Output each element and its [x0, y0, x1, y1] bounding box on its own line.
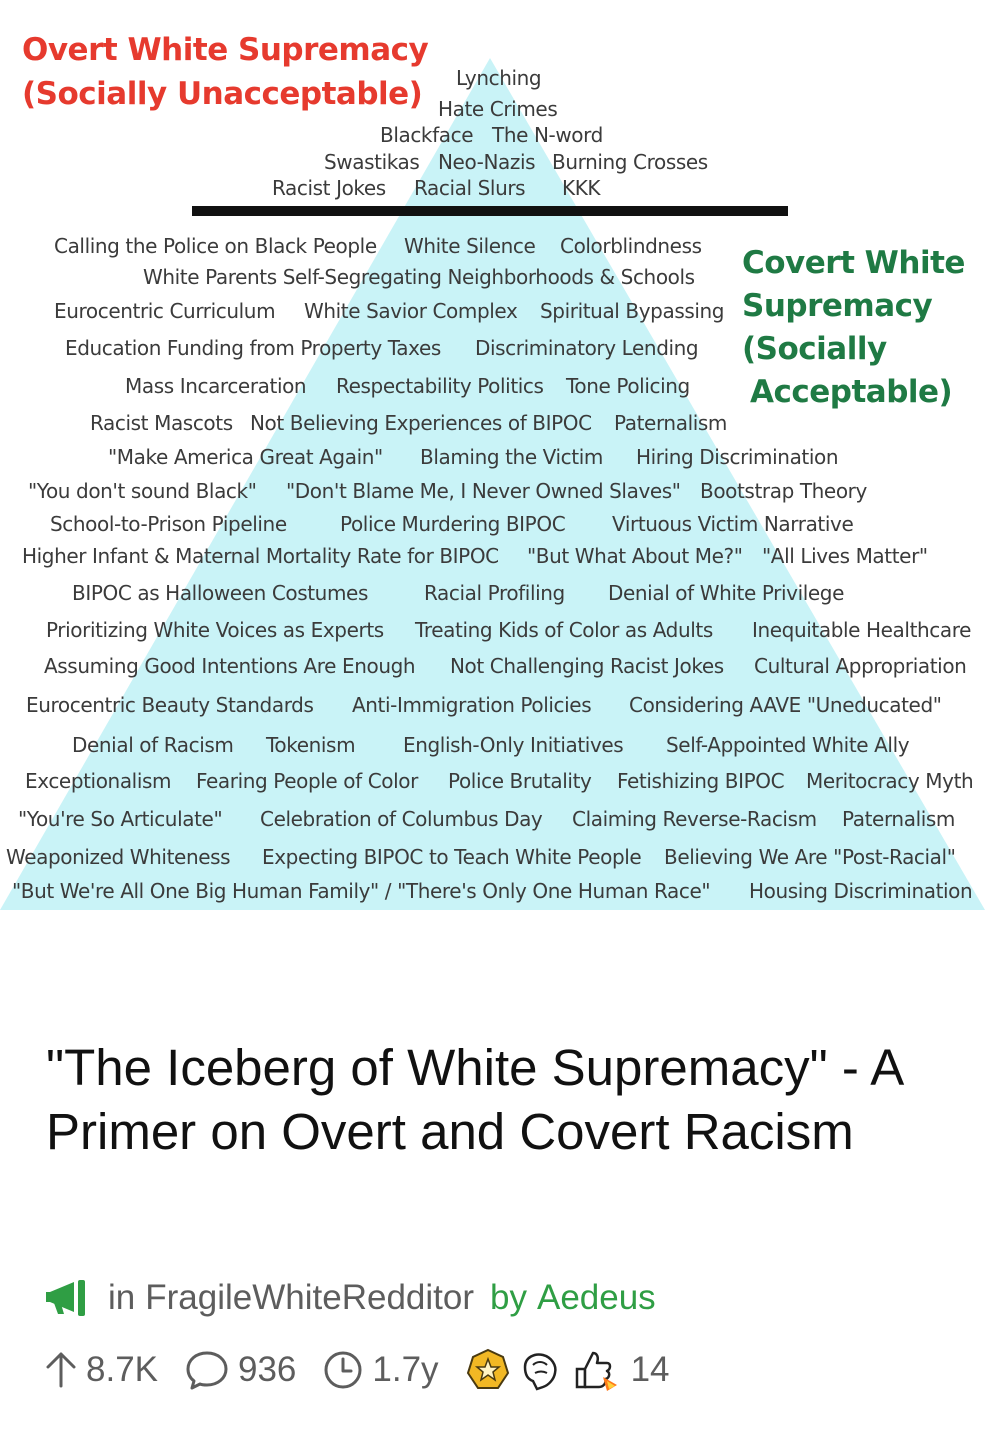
covert-term: Hiring Discrimination: [636, 445, 839, 469]
rocket-like-award-icon: [569, 1347, 619, 1393]
covert-term: Colorblindness: [560, 234, 702, 258]
covert-term: "Make America Great Again": [108, 445, 383, 469]
comment-bubble-icon: [184, 1349, 238, 1391]
covert-term: Spiritual Bypassing: [540, 299, 725, 323]
covert-term: Education Funding from Property Taxes: [65, 336, 441, 360]
covert-term: White Parents Self-Segregating Neighborh…: [143, 265, 695, 289]
covert-term: Racist Mascots: [90, 411, 233, 435]
covert-term: Meritocracy Myth: [806, 769, 974, 793]
overt-term: Blackface: [380, 123, 474, 147]
covert-term: Higher Infant & Maternal Mortality Rate …: [22, 544, 499, 568]
by-label: by: [490, 1278, 527, 1317]
covert-term: "But We're All One Big Human Family" / "…: [12, 879, 711, 903]
overt-term: Burning Crosses: [552, 150, 708, 174]
awards-count: 14: [630, 1350, 670, 1389]
covert-term: Respectability Politics: [336, 374, 544, 398]
subreddit-link[interactable]: FragileWhiteRedditor: [145, 1278, 474, 1317]
overt-heading: Overt White Supremacy (Socially Unaccept…: [22, 32, 429, 112]
covert-term: Fearing People of Color: [196, 769, 418, 793]
covert-term: Anti-Immigration Policies: [352, 693, 592, 717]
covert-term: "You don't sound Black": [28, 479, 257, 503]
overt-term: Racial Slurs: [414, 176, 526, 200]
covert-term: Denial of White Privilege: [608, 581, 844, 605]
upvote-arrow-icon: [44, 1350, 86, 1390]
iceberg-shape: [0, 58, 985, 910]
covert-term: Expecting BIPOC to Teach White People: [262, 845, 642, 869]
age-text: 1.7y: [372, 1350, 439, 1389]
overt-term: Lynching: [456, 66, 542, 90]
covert-term: Prioritizing White Voices as Experts: [46, 618, 384, 642]
clock-icon: [322, 1349, 372, 1391]
covert-term: Denial of Racism: [72, 733, 234, 757]
covert-term: Exceptionalism: [25, 769, 172, 793]
covert-term: Bootstrap Theory: [700, 479, 867, 503]
overt-term: KKK: [562, 176, 601, 200]
covert-term: "Don't Blame Me, I Never Owned Slaves": [286, 479, 681, 503]
covert-term: Paternalism: [614, 411, 727, 435]
megaphone-icon: [44, 1278, 94, 1318]
in-label: in: [108, 1278, 136, 1317]
overt-term: Swastikas: [324, 150, 420, 174]
covert-term: Self-Appointed White Ally: [666, 733, 910, 757]
overt-term: Neo-Nazis: [438, 150, 536, 174]
covert-term: Not Challenging Racist Jokes: [450, 654, 724, 678]
covert-term: Tone Policing: [566, 374, 690, 398]
covert-term: Considering AAVE "Uneducated": [629, 693, 942, 717]
covert-term: Fetishizing BIPOC: [617, 769, 785, 793]
upvote-count: 8.7K: [86, 1350, 158, 1389]
covert-term: Assuming Good Intentions Are Enough: [44, 654, 416, 678]
author-link[interactable]: Aedeus: [536, 1278, 656, 1317]
covert-term: Claiming Reverse-Racism: [572, 807, 817, 831]
covert-term: Eurocentric Curriculum: [54, 299, 276, 323]
overt-covert-divider: [192, 206, 788, 216]
covert-term: Not Believing Experiences of BIPOC: [250, 411, 592, 435]
hand-award-icon: [517, 1347, 563, 1393]
overt-term: Racist Jokes: [272, 176, 386, 200]
covert-term: Eurocentric Beauty Standards: [26, 693, 314, 717]
covert-term: English-Only Initiatives: [403, 733, 624, 757]
covert-term: BIPOC as Halloween Costumes: [72, 581, 368, 605]
comments-button[interactable]: 936: [184, 1349, 296, 1391]
overt-term: Hate Crimes: [438, 97, 558, 121]
covert-term: Racial Profiling: [424, 581, 565, 605]
covert-term: School-to-Prison Pipeline: [50, 512, 287, 536]
post-title[interactable]: "The Iceberg of White Supremacy" - A Pri…: [46, 1039, 902, 1160]
post-meta: in FragileWhiteRedditor by Aedeus: [44, 1276, 656, 1320]
covert-term: Blaming the Victim: [420, 445, 603, 469]
upvote-button[interactable]: 8.7K: [44, 1350, 158, 1390]
covert-term: Treating Kids of Color as Adults: [415, 618, 713, 642]
covert-term: Inequitable Healthcare: [752, 618, 972, 642]
covert-term: Celebration of Columbus Day: [260, 807, 543, 831]
covert-term: Weaponized Whiteness: [6, 845, 231, 869]
covert-term: White Silence: [404, 234, 536, 258]
covert-term: "All Lives Matter": [762, 544, 928, 568]
awards[interactable]: 14: [465, 1347, 670, 1393]
overt-term: The N-word: [492, 123, 603, 147]
covert-term: Tokenism: [266, 733, 356, 757]
covert-term: Housing Discrimination: [749, 879, 973, 903]
covert-term: Police Murdering BIPOC: [340, 512, 566, 536]
covert-term: "You're So Articulate": [18, 807, 223, 831]
comment-count: 936: [238, 1350, 297, 1389]
post-image[interactable]: Overt White Supremacy (Socially Unaccept…: [0, 0, 990, 920]
covert-term: Virtuous Victim Narrative: [612, 512, 854, 536]
post-stats: 8.7K 936 1.7y: [44, 1346, 670, 1394]
covert-term: Calling the Police on Black People: [54, 234, 377, 258]
covert-term: Cultural Appropriation: [754, 654, 967, 678]
covert-term: Mass Incarceration: [125, 374, 307, 398]
covert-term: Discriminatory Lending: [475, 336, 699, 360]
covert-term: White Savior Complex: [304, 299, 518, 323]
covert-term: Paternalism: [842, 807, 955, 831]
covert-term: Police Brutality: [448, 769, 592, 793]
covert-term: "But What About Me?": [527, 544, 743, 568]
covert-term: Believing We Are "Post-Racial": [664, 845, 956, 869]
post-age: 1.7y: [322, 1349, 439, 1391]
covert-heading: Covert White Supremacy (Socially Accepta…: [742, 245, 965, 410]
gold-award-icon: [465, 1347, 511, 1393]
